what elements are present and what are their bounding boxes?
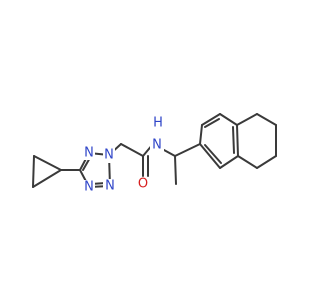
tetrahydronaphthalene-ring (199, 113, 277, 169)
carbonyl-o-label: O (138, 177, 148, 192)
tetrazole-n4-label: N (105, 179, 115, 194)
cyclopropyl-ring (32, 155, 81, 188)
structure-svg: N N N N O H N (32, 113, 277, 195)
amide-n-label: N (152, 138, 162, 153)
tetrazole-n3-label: N (84, 146, 94, 161)
tetrazole-n5-label: N (84, 180, 94, 195)
tetrazole-n2-label: N (104, 148, 114, 163)
molecule-diagram: N N N N O H N (32, 113, 277, 195)
amide-h-label: H (153, 116, 163, 131)
atom-labels: N N N N O H N (83, 116, 165, 195)
